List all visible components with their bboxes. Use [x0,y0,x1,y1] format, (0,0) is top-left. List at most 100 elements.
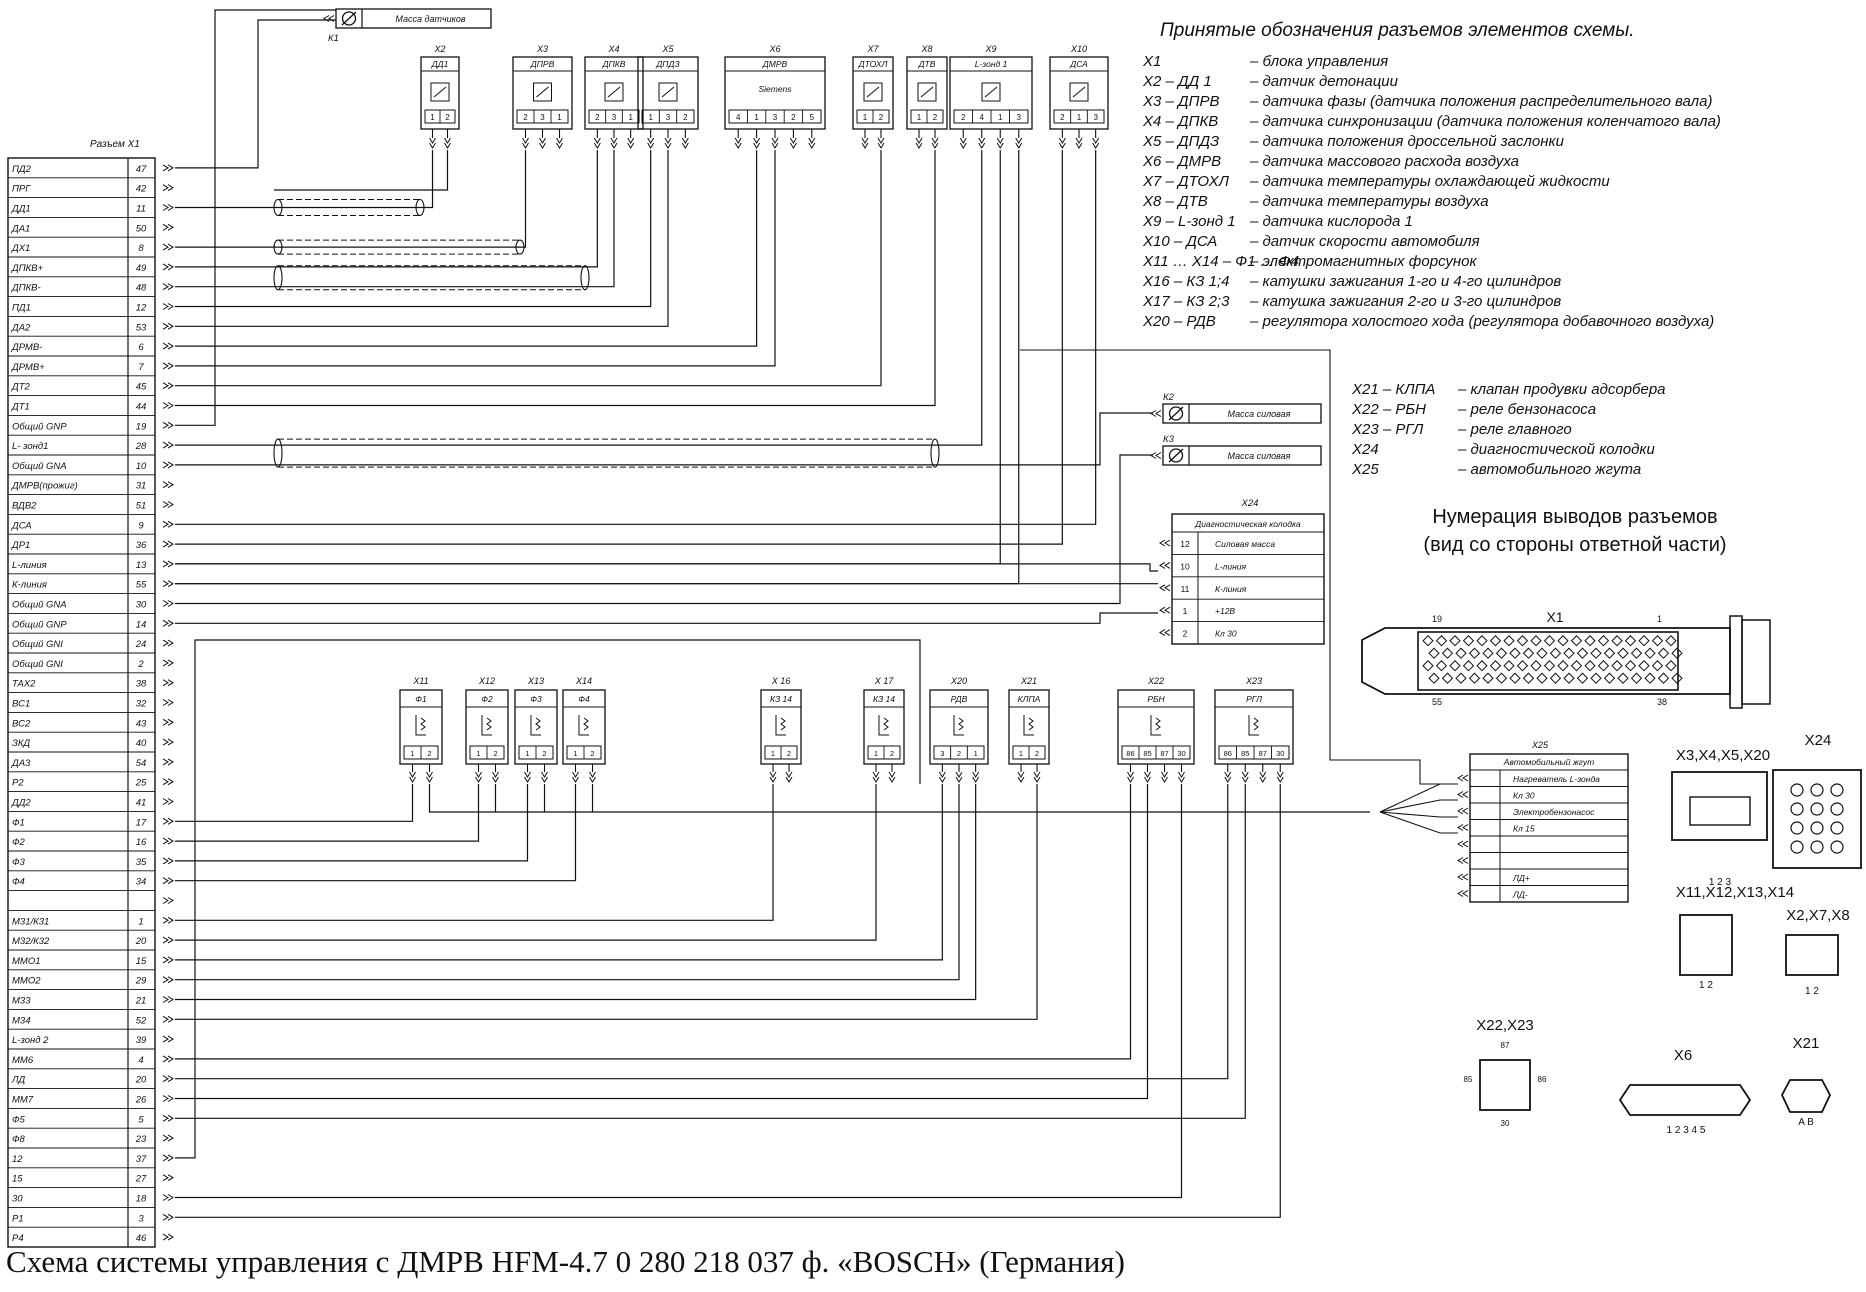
x1-pin-number: 15 [136,956,147,967]
x1-pin-label: ДПКВ- [11,283,41,294]
x1-pin-number: 48 [136,283,147,294]
plug-x22-body [1479,1059,1531,1111]
sensor-pin-number: 1 [557,113,562,122]
actuator-id: Х23 [1245,676,1262,686]
actuator-name: РГЛ [1246,694,1262,704]
x1-pin-label: ДСА [11,520,32,531]
legend-code: Х11 … Х14 – Ф1 … Ф4 [1142,253,1299,270]
x1-pin-number: 14 [136,619,147,630]
x1-pin-number: 19 [136,421,147,432]
x1-pin-row: ДРМВ+7 [11,362,174,373]
x1-pin-label: К-линия [12,580,47,591]
legend-desc: – датчика положения дроссельной заслонки [1249,133,1565,150]
x1-pin-label: ДХ1 [11,243,30,254]
legend-desc: – электромагнитных форсунок [1249,253,1478,270]
actuator-pin-number: 1 [525,749,529,758]
plug-x21-body [1780,1079,1832,1113]
sensor-pin-number: 2 [683,113,688,122]
sensor-symbol [533,82,552,102]
actuator-pin-number: 1 [573,749,577,758]
x1-pin-row [162,897,174,904]
x1-pin-number: 37 [136,1154,147,1165]
actuator-name: Ф3 [530,694,542,704]
x1-table-header: Разъем Х1 [90,139,140,150]
ground-k1-frame [335,8,492,29]
x24-pin-label: +12В [1215,606,1235,616]
x25-frame [1469,753,1629,903]
x1-pin-label: ВДВ2 [12,501,37,512]
x1-pin-number: 36 [136,540,147,551]
x1-pin-label: ВС1 [12,699,30,710]
x1-pin-label: М32/К32 [12,936,50,947]
legend2-desc: – реле бензонасоса [1457,401,1596,418]
x1-pin-label: Общий GNI [12,659,63,670]
x1-pin-number: 30 [136,600,147,611]
sensor-pin-number: 1 [754,113,759,122]
actuator-pin-number: 2 [957,749,961,758]
actuator-pin-number: 2 [890,749,894,758]
legend-desc: – датчик скорости автомобиля [1249,233,1480,250]
x1-pin-label: ДТ1 [11,402,30,413]
x1-pin-label: ДТ2 [11,382,30,393]
plug-x11-id: Х11,Х12,Х13,Х14 [1676,884,1794,901]
sensor-pin-number: 2 [961,113,966,122]
x1-pin-label: L-зонд 2 [12,1035,49,1046]
x1-plug-lever [1729,615,1743,709]
x1-pin-number: 2 [137,659,144,670]
x1-pin-number: 42 [136,184,147,195]
legend2-desc: – автомобильного жгута [1457,461,1641,478]
actuator-pin-number: 2 [493,749,497,758]
diagram-caption: Схема системы управления с ДМРВ HFM-4.7 … [6,1244,1125,1279]
sensor-pin-number: 3 [612,113,617,122]
legend2-code: Х25 [1351,461,1379,478]
actuator-pin-number: 86 [1224,749,1232,758]
x1-pin-number: 26 [135,1095,147,1106]
legend-block-2: Х21 – КЛПА– клапан продувки адсорбераХ22… [1351,381,1666,478]
plug-x2-id: Х2,Х7,Х8 [1786,907,1849,924]
x1-pin-number: 25 [135,778,147,789]
x1-pin-label: Ф3 [12,857,26,868]
x1-pin-19: 19 [1432,614,1442,624]
ground-k1-label: Масса датчиков [395,14,466,24]
plug-x6-body [1618,1084,1752,1116]
ground-k2-id: К2 [1163,392,1175,403]
x25-row-label: ЛД+ [1512,873,1530,883]
x1-pin-number: 52 [136,1015,147,1026]
x1-pin-label: ММО1 [12,956,41,967]
sensor-pin-number: 1 [1077,113,1082,122]
sensor-id: Х6 [768,44,780,54]
x25-row-label: Электробензонасос [1513,807,1595,817]
x1-pin-number: 17 [136,817,147,828]
actuator-pin-number: 87 [1259,749,1267,758]
x1-pin-label: ММ6 [12,1055,34,1066]
actuator-pin-number: 87 [1160,749,1168,758]
sensor-pin-strip [588,109,640,124]
x1-pin-label: ДА2 [11,322,31,333]
x24-pin-label: К-линия [1215,584,1247,594]
actuator-id: Х 16 [771,676,791,686]
actuator-pin-number: 1 [974,749,978,758]
x24-pin: 2 [1183,629,1188,639]
x1-pin-label: ДД1 [11,204,31,215]
actuator-pin-number: 2 [590,749,594,758]
